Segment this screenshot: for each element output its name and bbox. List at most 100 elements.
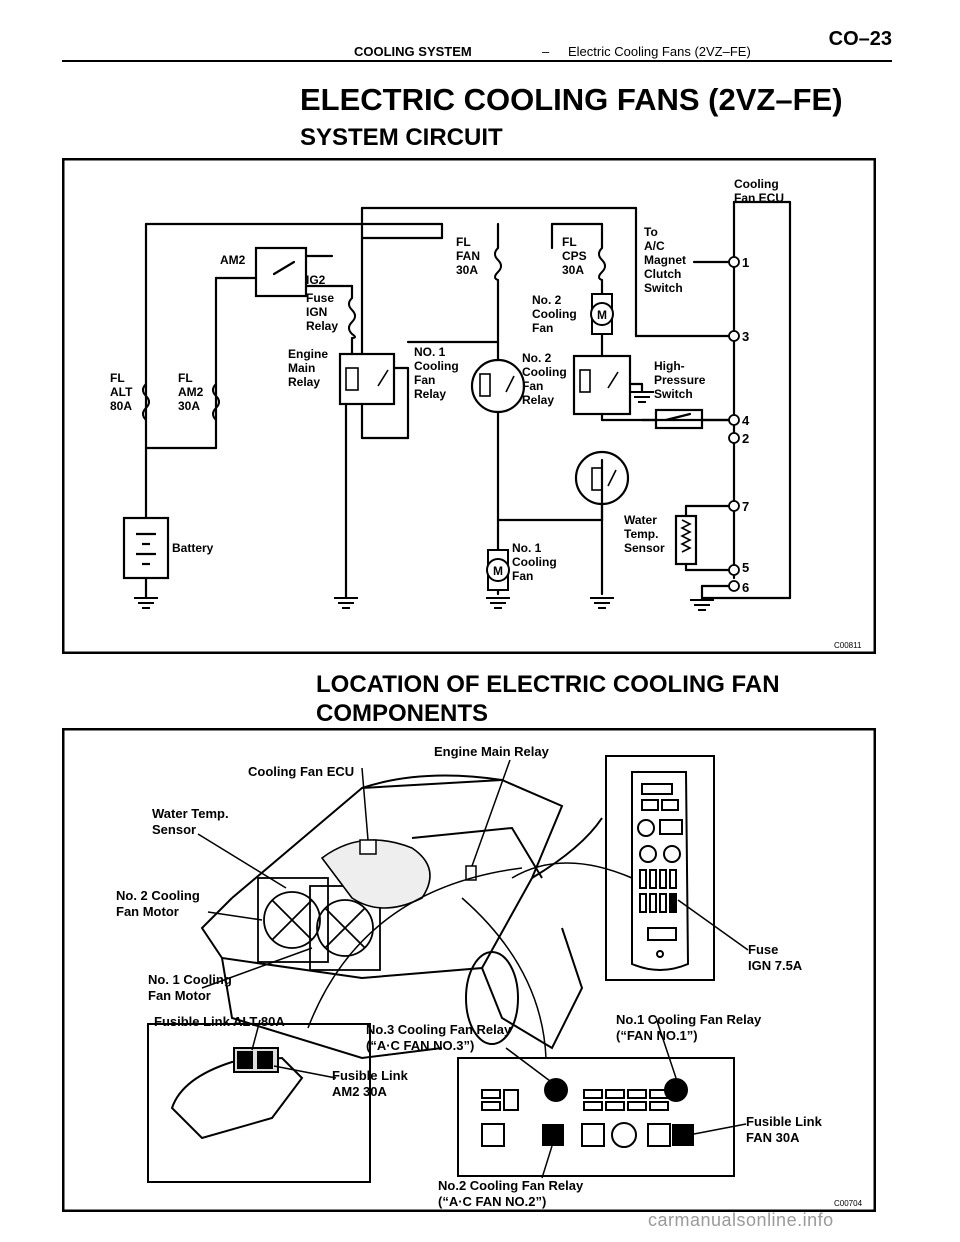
- circuit-label-fl-am2-3: 30A: [178, 399, 200, 413]
- circuit-label-fuse-ign-3: Relay: [306, 319, 338, 333]
- ecu-terminal-5: [728, 564, 740, 576]
- circuit-label-hps-1: High-: [654, 359, 685, 373]
- circuit-label-am2: AM2: [220, 253, 246, 267]
- ecu-terminal-label-7: 7: [742, 499, 749, 514]
- relay-block-inset: [457, 1057, 735, 1177]
- leader-lines: [197, 759, 749, 1179]
- circuit-label-relay2-2: Cooling: [522, 365, 567, 379]
- circuit-label-to-ac-2: A/C: [644, 239, 665, 253]
- engine-main-relay-marker: [465, 865, 477, 881]
- circuit-label-fan2-1: No. 2: [532, 293, 562, 307]
- relay-no2-marker: [542, 1124, 564, 1146]
- circuit-label-engine-main-1: Engine: [288, 347, 328, 361]
- circuit-label-fan2-3: Fan: [532, 321, 553, 335]
- location-figure-code: C00704: [834, 1199, 863, 1208]
- circuit-label-fl-alt-1: FL: [110, 371, 125, 385]
- location-label-fan1-2: Fan Motor: [148, 988, 211, 1003]
- location-label-water-1: Water Temp.: [152, 806, 229, 821]
- section-heading-location: LOCATION OF ELECTRIC COOLING FAN COMPONE…: [316, 671, 780, 727]
- location-label-relay1-1: No.1 Cooling Fan Relay: [616, 1012, 762, 1027]
- circuit-label-to-ac-5: Switch: [644, 281, 683, 295]
- relay-no1-marker: [664, 1078, 688, 1102]
- circuit-label-fl-fan-3: 30A: [456, 263, 478, 277]
- ecu-terminal-3: [728, 330, 740, 342]
- circuit-label-engine-main-2: Main: [288, 361, 315, 375]
- circuit-label-fan2-2: Cooling: [532, 307, 577, 321]
- watermark: carmanualsonline.info: [648, 1210, 834, 1230]
- circuit-label-relay1-4: Relay: [414, 387, 446, 401]
- location-label-fan2-1: No. 2 Cooling: [116, 888, 200, 903]
- circuit-label-water-3: Sensor: [624, 541, 665, 555]
- header-subsection: Electric Cooling Fans (2VZ–FE): [568, 44, 751, 59]
- circuit-label-fl-cps-3: 30A: [562, 263, 584, 277]
- location-label-fan30-1: Fusible Link: [746, 1114, 823, 1129]
- location-label-fuse-ign-1: Fuse: [748, 942, 778, 957]
- location-label-alt: Fusible Link ALT 80A: [154, 1014, 285, 1029]
- circuit-label-relay1-3: Fan: [414, 373, 435, 387]
- circuit-label-hps-2: Pressure: [654, 373, 706, 387]
- ecu-terminal-2: [728, 432, 740, 444]
- circuit-label-fan1-2: Cooling: [512, 555, 557, 569]
- location-label-relay2-2: (“A·C FAN NO.2”): [438, 1194, 546, 1209]
- circuit-label-fan1-3: Fan: [512, 569, 533, 583]
- circuit-label-engine-main-3: Relay: [288, 375, 320, 389]
- circuit-label-fl-cps-1: FL: [562, 235, 577, 249]
- page-title: ELECTRIC COOLING FANS (2VZ–FE): [300, 82, 843, 117]
- ecu-terminal-label-6: 6: [742, 580, 749, 595]
- circuit-label-fl-am2-1: FL: [178, 371, 193, 385]
- circuit-label-fuse-ign-1: Fuse: [306, 291, 334, 305]
- page-header: COOLING SYSTEM – Electric Cooling Fans (…: [62, 24, 892, 62]
- location-label-engine-main: Engine Main Relay: [434, 744, 550, 759]
- header-section: COOLING SYSTEM: [354, 44, 472, 59]
- ecu-terminal-7: [728, 500, 740, 512]
- circuit-label-relay2-3: Fan: [522, 379, 543, 393]
- location-label-fuse-ign-2: IGN 7.5A: [748, 958, 803, 973]
- location-label-water-2: Sensor: [152, 822, 196, 837]
- page-number: CO–23: [828, 28, 892, 50]
- component-location-illustration: Engine Main Relay Cooling Fan ECU Water …: [62, 728, 876, 1212]
- circuit-label-ig2: IG2: [306, 273, 326, 287]
- motor-no1-m-label: M: [493, 564, 503, 578]
- circuit-label-to-ac-3: Magnet: [644, 253, 686, 267]
- circuit-label-ecu-2: Fan ECU: [734, 191, 784, 205]
- location-label-relay1-2: (“FAN NO.1”): [616, 1028, 698, 1043]
- ecu-terminal-label-4: 4: [742, 413, 750, 428]
- location-label-am2-1: Fusible Link: [332, 1068, 409, 1083]
- location-label-am2-2: AM2 30A: [332, 1084, 388, 1099]
- ecu-terminal-1: [728, 256, 740, 268]
- motor-no2-m-label: M: [597, 308, 607, 322]
- circuit-figure-code: C00811: [834, 641, 862, 650]
- location-label-relay3-1: No.3 Cooling Fan Relay: [366, 1022, 512, 1037]
- circuit-label-relay1-2: Cooling: [414, 359, 459, 373]
- circuit-label-fan1-1: No. 1: [512, 541, 542, 555]
- circuit-label-fl-cps-2: CPS: [562, 249, 587, 263]
- circuit-label-fl-am2-2: AM2: [178, 385, 204, 399]
- location-label-fan2-2: Fan Motor: [116, 904, 179, 919]
- car-outline-drawing: [200, 774, 603, 1060]
- ecu-terminal-6: [728, 580, 740, 592]
- circuit-label-fl-alt-3: 80A: [110, 399, 132, 413]
- circuit-label-water-2: Temp.: [624, 527, 658, 541]
- location-label-ecu: Cooling Fan ECU: [248, 764, 354, 779]
- circuit-label-to-ac-4: Clutch: [644, 267, 681, 281]
- ecu-terminal-label-3: 3: [742, 329, 749, 344]
- circuit-label-relay2-1: No. 2: [522, 351, 552, 365]
- radiator-fans-drawing: [257, 877, 381, 971]
- fuse-box-panel-drawing: [605, 755, 715, 981]
- ecu-terminal-label-5: 5: [742, 560, 749, 575]
- circuit-label-fuse-ign-2: IGN: [306, 305, 327, 319]
- circuit-label-hps-3: Switch: [654, 387, 693, 401]
- circuit-label-water-1: Water: [624, 513, 657, 527]
- circuit-label-relay2-4: Relay: [522, 393, 554, 407]
- location-label-relay2-1: No.2 Cooling Fan Relay: [438, 1178, 584, 1193]
- system-circuit-diagram: M M 1 3 4 2 7 5 6 Cooling Fan ECU AM2 IG…: [62, 158, 876, 654]
- circuit-label-fl-fan-1: FL: [456, 235, 471, 249]
- circuit-label-to-ac-1: To: [644, 225, 658, 239]
- circuit-label-fl-fan-2: FAN: [456, 249, 480, 263]
- location-label-fan30-2: FAN 30A: [746, 1130, 800, 1145]
- circuit-label-fl-alt-2: ALT: [110, 385, 133, 399]
- circuit-label-relay1-1: NO. 1: [414, 345, 446, 359]
- cooling-fan-ecu-marker: [359, 839, 377, 855]
- circuit-label-ecu-1: Cooling: [734, 177, 779, 191]
- location-label-fan1-1: No. 1 Cooling: [148, 972, 232, 987]
